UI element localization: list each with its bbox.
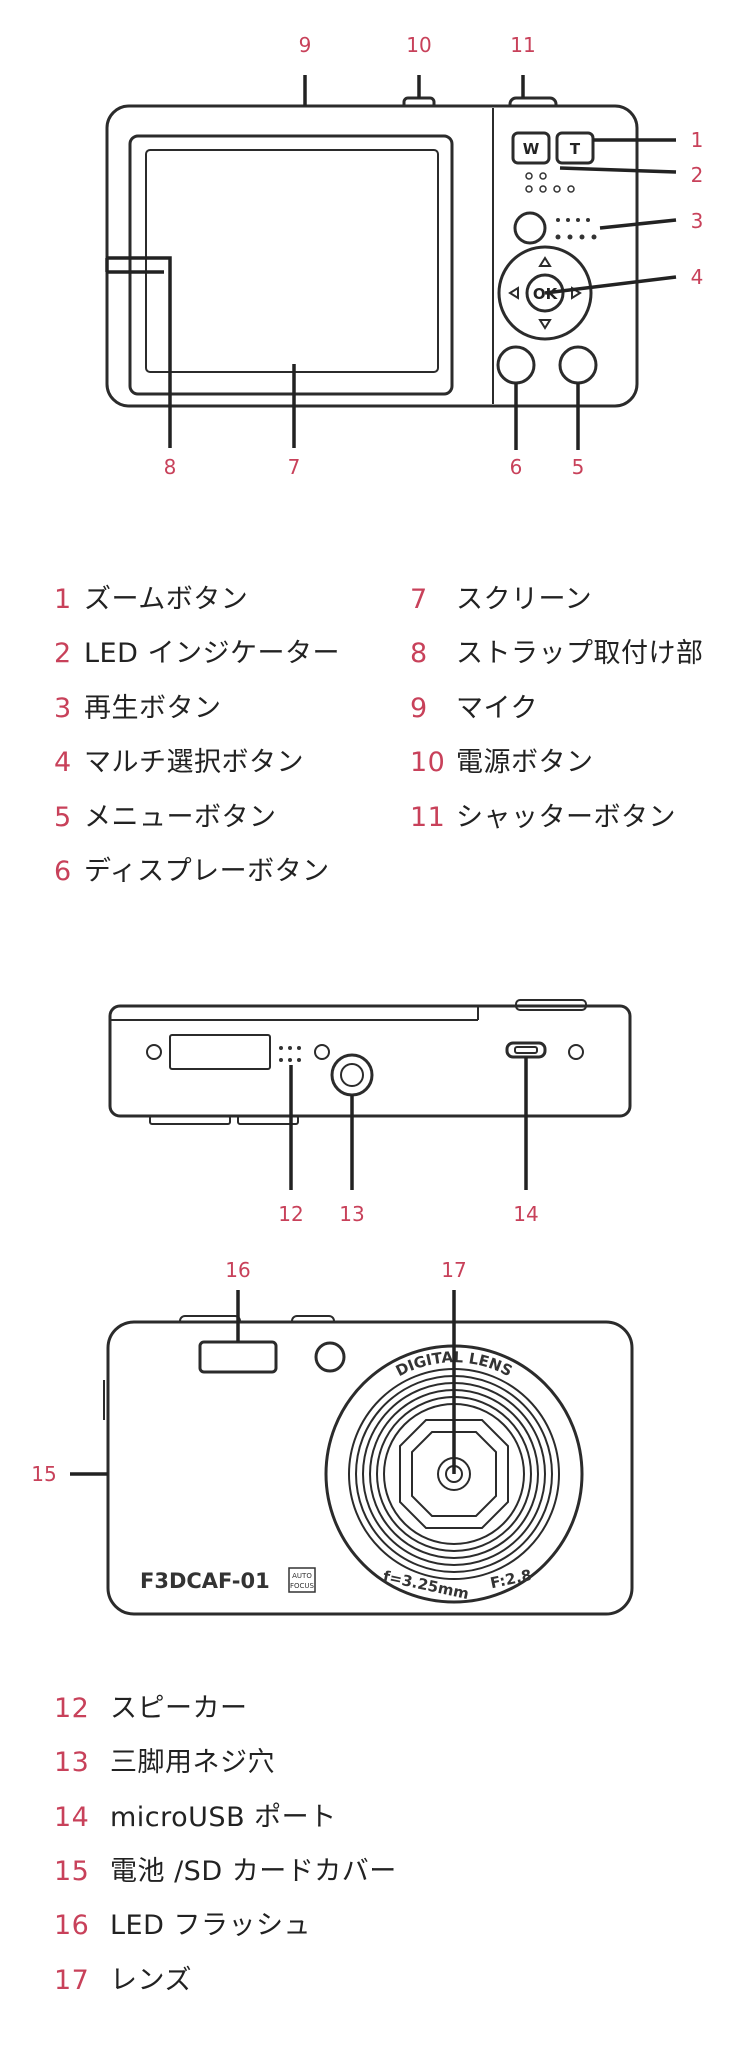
- arrow-down-icon: [538, 319, 552, 330]
- callout-14: 14: [513, 1202, 538, 1226]
- callout-2: 2: [691, 163, 704, 187]
- camera-body-bottom: [108, 1004, 632, 1118]
- model-name: F3DCAF-01: [140, 1569, 270, 1593]
- callout-9: 9: [299, 33, 312, 57]
- callout-5: 5: [572, 455, 585, 479]
- tripod-mount: [330, 1053, 374, 1097]
- callout-7: 7: [288, 455, 301, 479]
- autofocus-badge-line1: AUTO: [292, 1572, 312, 1580]
- playback-dots: [555, 218, 597, 240]
- autofocus-badge-line2: FOCUS: [290, 1582, 315, 1590]
- camera-back-view: W T OK: [105, 75, 677, 450]
- callouts-back: 9 10 11 1 2 3 4 5 6 7 8: [164, 33, 704, 479]
- callout-3: 3: [691, 209, 704, 233]
- callout-13: 13: [339, 1202, 364, 1226]
- zoom-tele-button: [555, 131, 595, 165]
- camera-front-view: DIGITAL LENS f=3.25mm F:2.8 F3DCAF-01 AU…: [70, 1290, 634, 1616]
- callout-8: 8: [164, 455, 177, 479]
- zoom-wide-button: [511, 131, 551, 165]
- callout-17: 17: [441, 1258, 466, 1282]
- callouts-bottom: 12 13 14: [278, 1202, 538, 1226]
- callout-10: 10: [406, 33, 431, 57]
- callout-12: 12: [278, 1202, 303, 1226]
- af-assist-lamp: [314, 1341, 346, 1373]
- screw-left: [146, 1044, 162, 1060]
- zoom-tele-mark: T: [570, 140, 581, 158]
- camera-bottom-view: [108, 999, 632, 1190]
- menu-button: [558, 345, 598, 385]
- callout-15: 15: [31, 1462, 56, 1486]
- battery-cover-window: [169, 1034, 271, 1070]
- screen-frame: [128, 134, 454, 396]
- speaker: [279, 1046, 301, 1062]
- callouts-front: 16 17 15: [31, 1258, 466, 1486]
- playback-button: [513, 211, 547, 245]
- callout-16: 16: [225, 1258, 250, 1282]
- callout-6: 6: [510, 455, 523, 479]
- led-indicator: [525, 172, 575, 193]
- callout-1: 1: [691, 128, 704, 152]
- callout-4: 4: [691, 265, 704, 289]
- callout-11: 11: [510, 33, 535, 57]
- arrow-left-icon: [508, 286, 519, 300]
- autofocus-badge: [288, 1567, 316, 1593]
- microusb-port: [505, 1041, 547, 1059]
- arrow-up-icon: [538, 256, 552, 267]
- screen: [145, 149, 439, 373]
- zoom-wide-mark: W: [523, 140, 540, 158]
- led-flash: [198, 1340, 278, 1374]
- screw-right: [568, 1044, 584, 1060]
- display-button: [496, 345, 536, 385]
